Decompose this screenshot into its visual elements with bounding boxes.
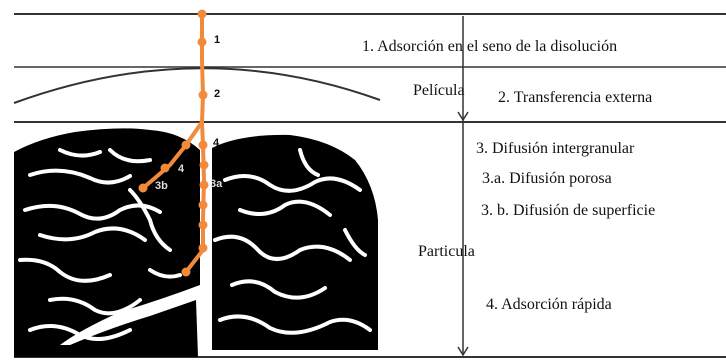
marker-4-right: 4 <box>213 137 220 149</box>
marker-4-left: 4 <box>178 163 185 175</box>
arrowhead-bottom <box>457 346 469 357</box>
particle-right <box>212 134 378 350</box>
path-node <box>138 183 148 193</box>
marker-3b: 3b <box>155 180 168 192</box>
path-node <box>181 140 191 150</box>
path-node <box>198 90 208 100</box>
path-node <box>198 243 208 253</box>
path-node <box>181 267 191 277</box>
film-curve <box>13 67 381 104</box>
step-3-label: 3. Difusión intergranular <box>476 140 635 157</box>
path-node <box>197 9 207 19</box>
marker-2: 2 <box>214 88 221 100</box>
marker-1: 1 <box>214 34 221 46</box>
particle-right-pores <box>213 148 372 335</box>
arrowhead-film <box>457 111 469 122</box>
path-node <box>160 163 170 173</box>
path-node <box>198 200 208 210</box>
film-region-label: Película <box>413 82 465 99</box>
particle-left <box>14 128 200 357</box>
path-node <box>197 37 207 47</box>
diffusion-path-nodes <box>138 9 209 277</box>
step-3b-label: 3. b. Difusión de superficie <box>481 202 656 219</box>
step-3a-label: 3.a. Difusión porosa <box>482 170 612 187</box>
step-2-label: 2. Transferencia externa <box>498 89 653 106</box>
step-4-label: 4. Adsorción rápida <box>486 296 612 313</box>
path-node <box>199 160 209 170</box>
marker-3a: 3a <box>210 178 223 190</box>
step-1-label: 1. Adsorción en el seno de la disolución <box>362 38 618 55</box>
path-node <box>198 140 208 150</box>
particle-region-label: Particula <box>418 243 475 260</box>
path-node <box>199 180 209 190</box>
path-node <box>198 220 208 230</box>
particle-left-pores <box>18 148 182 341</box>
